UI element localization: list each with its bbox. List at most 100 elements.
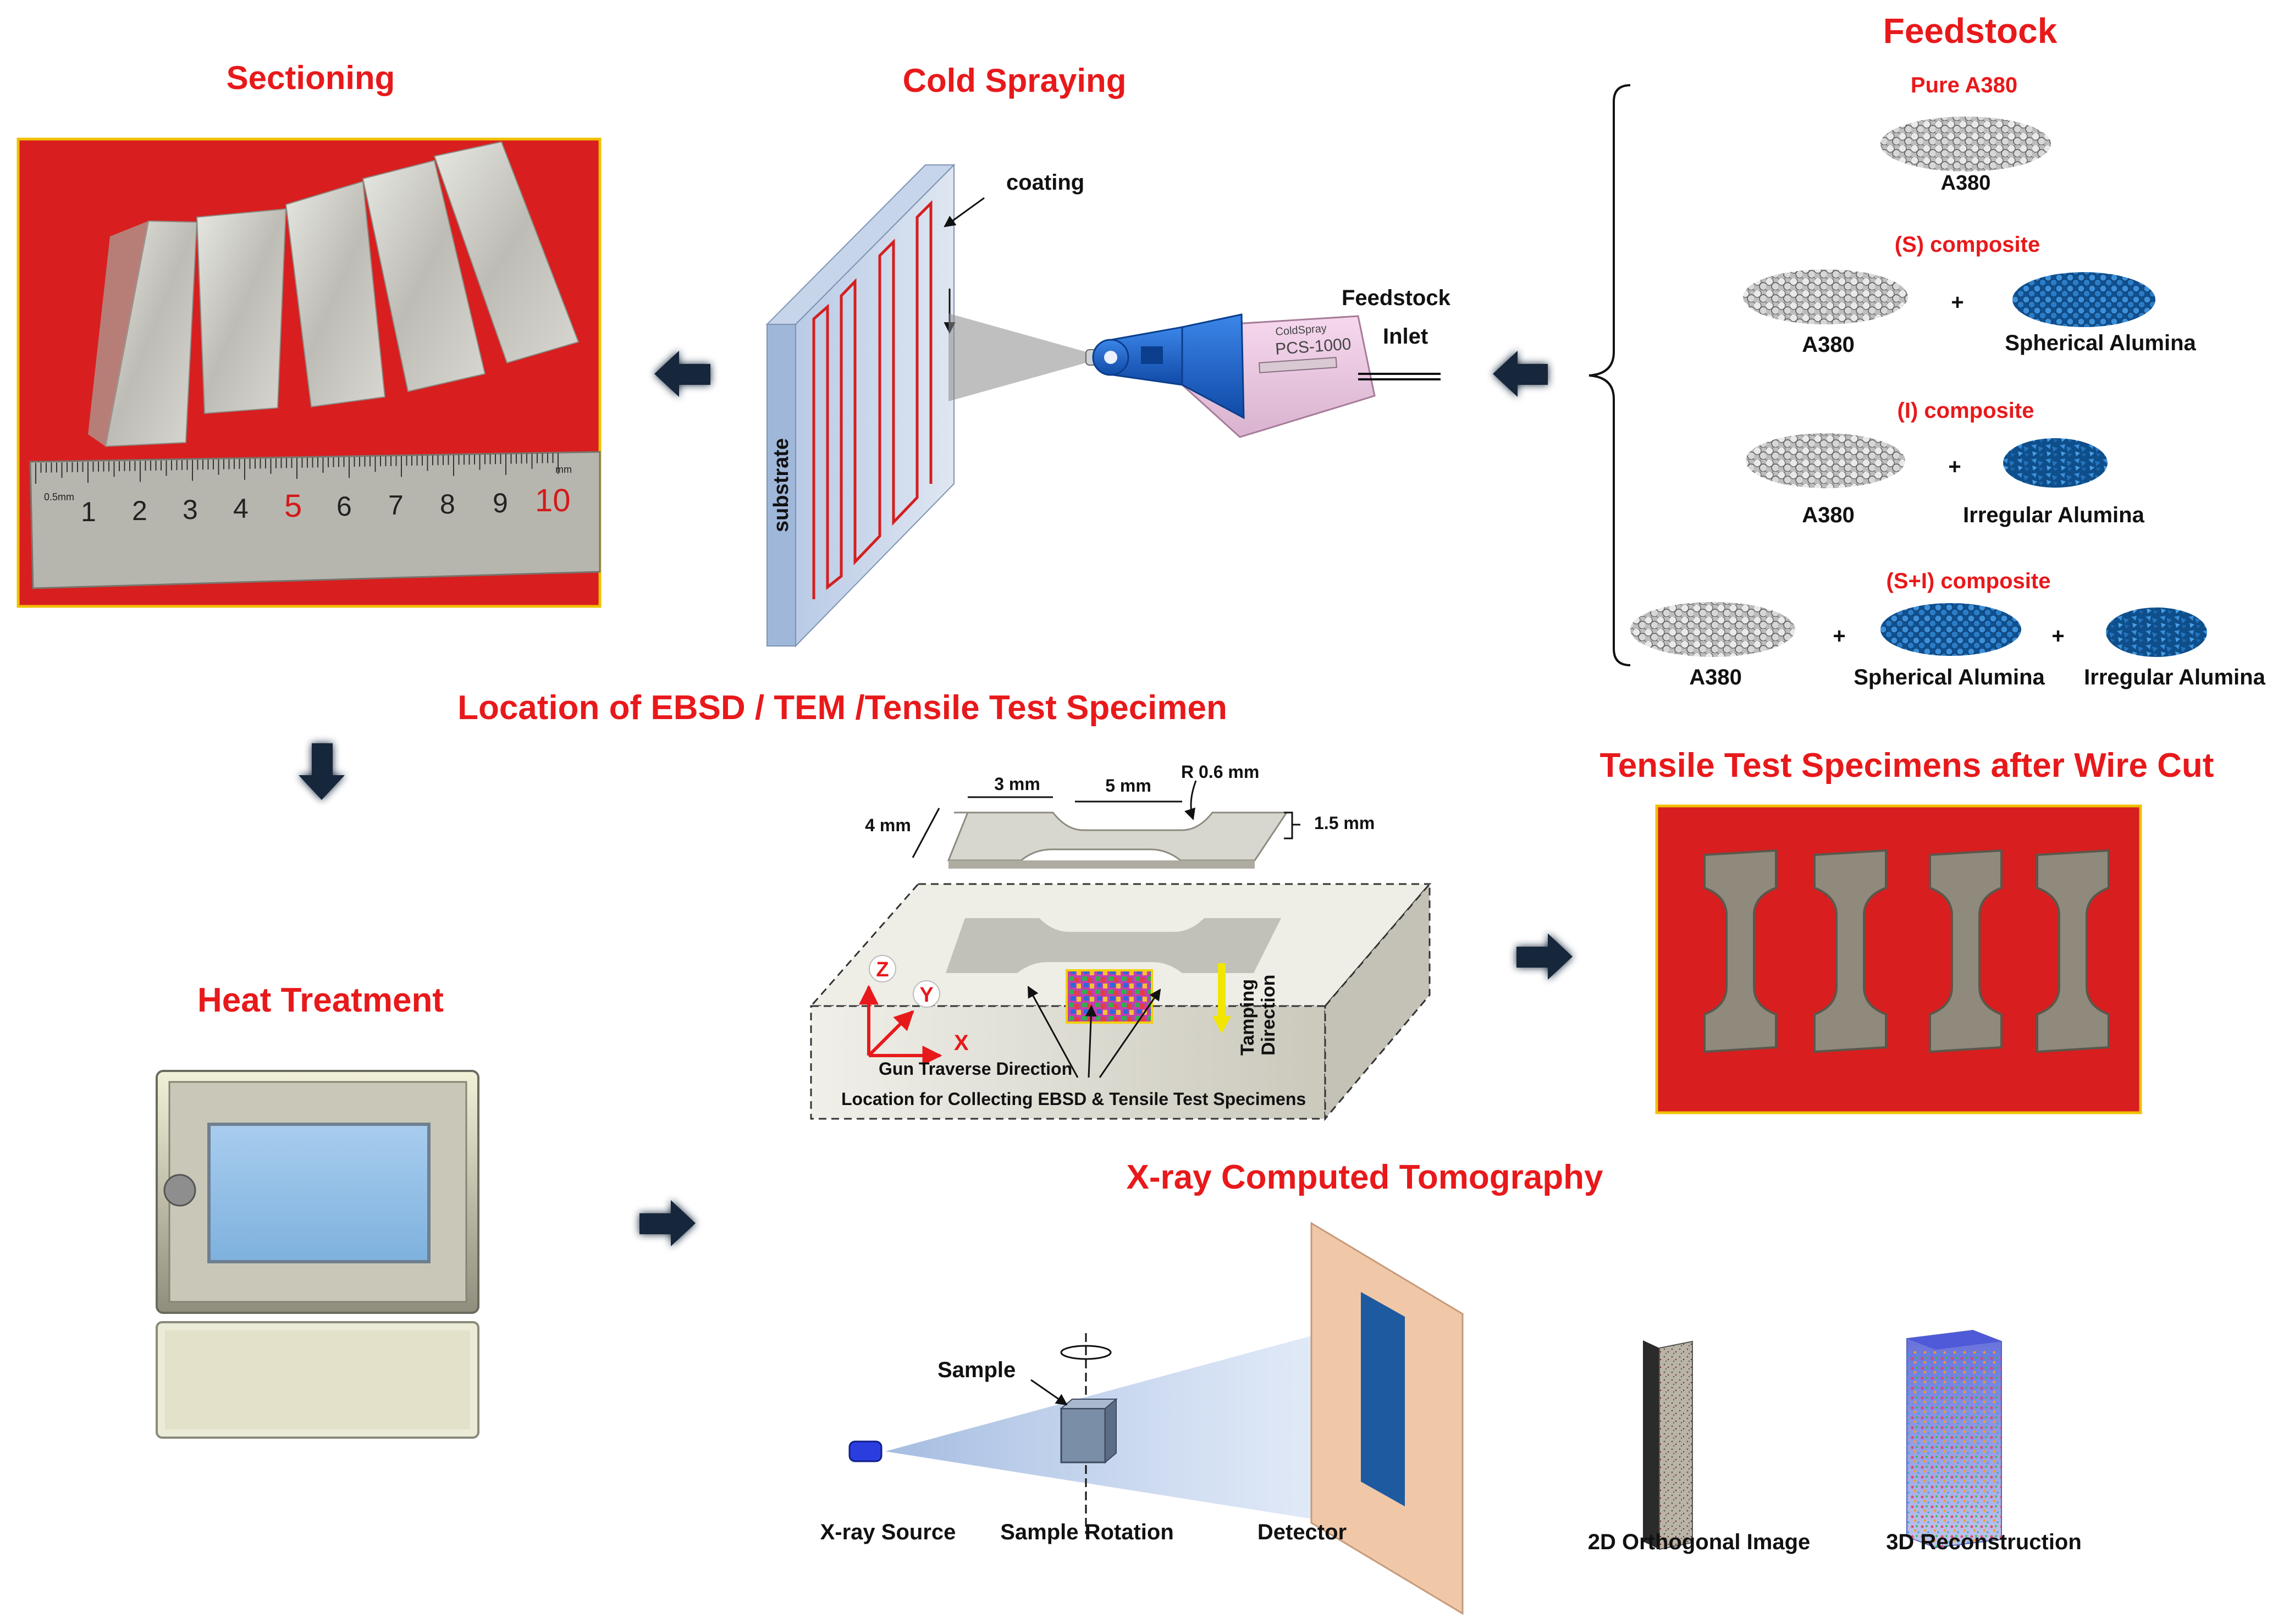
ruler-num-1: 1 <box>81 496 96 527</box>
coating-pointer <box>944 197 985 228</box>
label-i-irregular: Irregular Alumina <box>1963 503 2144 527</box>
pointer-3 <box>1099 988 1161 1078</box>
tensile-dogbone <box>2036 849 2110 1053</box>
substrate-label: substrate <box>770 438 793 532</box>
sample-cube <box>1060 1407 1106 1463</box>
spray-plume <box>948 313 1086 401</box>
feedstock-title-s: (S) composite <box>1895 233 2040 257</box>
label-si-irregular: Irregular Alumina <box>2084 665 2265 689</box>
specimen-location-schematic: 3 mm 5 mm R 0.6 mm 4 mm 1.5 mm Tamping D… <box>809 762 1432 1122</box>
xct-rotation-label: Sample Rotation <box>1000 1520 1174 1544</box>
label-si-a380: A380 <box>1689 665 1742 689</box>
oven-knob <box>163 1174 196 1207</box>
title-heat-treatment: Heat Treatment <box>197 981 444 1019</box>
ruler-num-5: 5 <box>284 488 302 524</box>
xct-sample-label: Sample <box>937 1358 1016 1382</box>
spherical-alumina-s <box>2012 272 2155 327</box>
xct-detector-label: Detector <box>1257 1520 1347 1544</box>
label-i-a380: A380 <box>1802 503 1855 527</box>
a380-powder-pure <box>1880 117 2051 172</box>
irregular-alumina-i <box>2003 438 2108 488</box>
xct-schematic: Sample X-ray Source Sample Rotation Dete… <box>820 1222 2082 1615</box>
arrow-spray-to-sectioning <box>654 351 710 397</box>
label-si-spherical: Spherical Alumina <box>1854 665 2045 689</box>
sectioned-plates <box>88 141 580 448</box>
dim-r: R 0.6 mm <box>1181 762 1259 782</box>
title-feedstock: Feedstock <box>1883 11 2058 51</box>
rotation-arrow <box>1060 1345 1112 1360</box>
irregular-alumina-si <box>2106 607 2207 657</box>
ruler: 0.5mm mm 1 2 3 4 5 6 7 8 9 10 <box>29 451 601 589</box>
arrow-location-to-tensile <box>1516 933 1573 980</box>
ruler-num-9: 9 <box>493 488 508 518</box>
feedstock-title-pure: Pure A380 <box>1911 73 2017 97</box>
arrow-feedstock-to-spray <box>1493 351 1548 397</box>
sample-cube-side <box>1105 1397 1117 1464</box>
ruler-unit-left: 0.5mm <box>44 491 74 502</box>
ebsd-map <box>1066 969 1153 1024</box>
label-s-a380: A380 <box>1802 333 1855 357</box>
a380-powder-si <box>1630 602 1795 657</box>
feedstock-title-i: (I) composite <box>1898 399 2034 423</box>
axis-z-label: Z <box>876 958 889 981</box>
spherical-alumina-si <box>1880 603 2021 656</box>
detector-panel <box>1310 1222 1464 1615</box>
a380-powder-i <box>1746 433 1905 488</box>
dim-3mm: 3 mm <box>994 774 1040 794</box>
radius-pointer <box>1184 780 1197 820</box>
title-xct: X-ray Computed Tomography <box>1127 1158 1603 1196</box>
xray-source <box>848 1440 882 1462</box>
tamping-label-1: Tamping <box>1237 979 1258 1056</box>
arrow-sectioning-to-heat <box>299 743 345 800</box>
xct-source-label: X-ray Source <box>820 1520 956 1544</box>
spray-gun: ColdSpray PCS-1000 <box>1085 313 1441 438</box>
feedstock-inlet-label-2: Inlet <box>1383 324 1428 349</box>
tensile-dogbone <box>1929 849 2003 1053</box>
dim-4mm: 4 mm <box>865 815 911 835</box>
sample-pointer <box>1030 1379 1068 1406</box>
label-s-spherical: Spherical Alumina <box>2005 331 2196 355</box>
plus-si-2: + <box>2051 624 2064 648</box>
arrow-heat-to-analysis <box>639 1200 696 1246</box>
label-pure-a380: A380 <box>1941 172 1991 195</box>
sectioning-photo: 0.5mm mm 1 2 3 4 5 6 7 8 9 10 <box>16 137 602 608</box>
plus-s: + <box>1951 290 1963 314</box>
dim-4mm-line <box>912 808 940 858</box>
tamping-label-2: Direction <box>1258 975 1279 1056</box>
ruler-num-8: 8 <box>440 489 455 520</box>
axis-y-label: Y <box>919 984 933 1007</box>
location-collect-label: Location for Collecting EBSD & Tensile T… <box>841 1089 1306 1109</box>
title-tensile-after-cut: Tensile Test Specimens after Wire Cut <box>1600 747 2214 785</box>
coordinate-axes: Z Y X <box>859 955 969 1065</box>
a380-powder-s <box>1743 269 1908 324</box>
dim-15mm-brace <box>1284 811 1300 839</box>
cold-spray-schematic: substrate coating ColdSpray PCS-1000 Fee… <box>765 163 1451 648</box>
ruler-num-3: 3 <box>183 494 198 525</box>
ruler-num-10: 10 <box>535 483 571 518</box>
pointer-1 <box>1027 986 1079 1078</box>
plus-si-1: + <box>1833 624 1845 648</box>
coating-label: coating <box>1006 170 1084 195</box>
oven-window <box>207 1123 431 1263</box>
dim-5mm: 5 mm <box>1105 776 1151 796</box>
xct-ortho-label: 2D Orthogonal Image <box>1588 1530 1811 1554</box>
xray-beam <box>885 1319 1372 1528</box>
dogbone-specimen <box>947 811 1288 869</box>
flow-arrows <box>299 351 1573 1246</box>
heat-treatment-oven <box>156 1070 479 1439</box>
dim-15mm: 1.5 mm <box>1314 813 1375 833</box>
ruler-unit-right: mm <box>555 464 572 475</box>
axis-x-label: X <box>954 1031 969 1055</box>
ruler-num-2: 2 <box>132 495 147 526</box>
plus-i: + <box>1948 455 1961 479</box>
ruler-num-7: 7 <box>388 490 404 521</box>
ruler-num-4: 4 <box>233 493 249 524</box>
yellow-tamping-arrowhead <box>1212 1016 1231 1034</box>
feedstock-brace <box>1588 84 1631 666</box>
coating-block <box>809 881 1432 1122</box>
ortho-image <box>1643 1340 1693 1550</box>
feedstock-inlet-label-1: Feedstock <box>1342 286 1451 310</box>
ruler-num-6: 6 <box>337 491 352 522</box>
feedstock-title-si: (S+I) composite <box>1887 569 2051 593</box>
gun-traverse-label: Gun Traverse Direction <box>879 1059 1072 1079</box>
